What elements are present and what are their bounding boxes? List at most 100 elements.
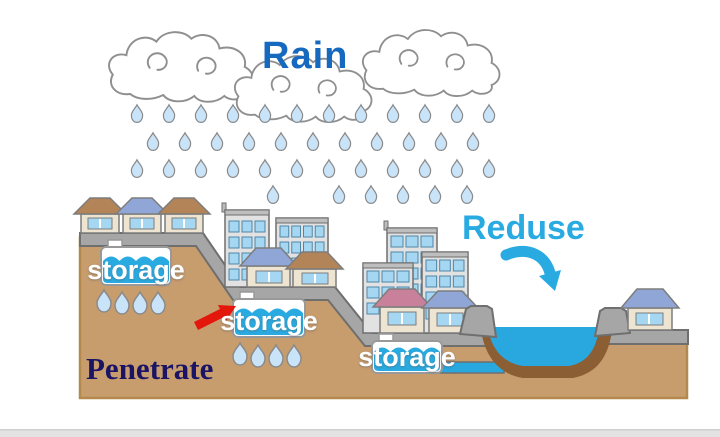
roof [284,251,345,270]
raindrop-icon [386,104,400,124]
roof [238,247,299,267]
raindrop-icon [418,104,432,124]
raindrop-icon [354,159,368,178]
red-pointer-arrow-icon [194,305,236,330]
levee-left [458,305,498,339]
storage-label-3: storage [358,342,456,372]
raindrop-icon [434,132,448,151]
raindrop-icon [146,132,160,151]
raindrop-icon [386,159,400,178]
raindrop-icon [178,132,192,151]
cloud-icon [108,31,255,103]
storage-label-1: storage [87,255,185,285]
raindrop-icon [162,159,176,178]
window [425,275,438,288]
roof [619,288,681,309]
raindrop-icon [450,159,464,178]
window [439,259,451,272]
raindrop-icon [274,132,288,151]
house-pink-roof [371,288,433,334]
window [420,235,434,248]
roof [156,197,212,215]
window [228,220,240,233]
raindrop-icon [466,132,480,151]
tank-water [103,256,169,283]
storage-label-2: storage [220,306,318,336]
window [425,259,438,272]
raindrop-icon [332,185,346,204]
window [381,270,395,283]
roof [114,197,170,215]
window [228,252,240,265]
reduse-arrow-icon [500,245,561,291]
raindrop-icon [162,104,176,124]
window [254,236,266,249]
window [366,286,380,299]
raindrop-icon [482,159,496,178]
river-water [488,327,599,366]
raindrop-icon [396,185,410,204]
roof [72,197,128,215]
raindrop-icon [210,132,224,151]
window [228,236,240,249]
raindrop-icon [130,104,144,124]
raindrop-icon [258,159,272,178]
roof [371,288,433,308]
window [405,251,419,264]
raindrop-icon [364,185,378,204]
roof [420,290,480,309]
window [291,225,301,238]
window [228,268,240,281]
ground-edge [78,236,689,400]
raindrop-icon [322,159,336,178]
raindrop-icon [370,132,384,151]
storage-tank-2 [232,291,306,338]
levee-right [593,307,632,338]
window [241,236,253,249]
raindrop-icon [482,104,496,124]
raindrop-icon [338,132,352,151]
house-blue-roof [619,288,681,331]
window [254,220,266,233]
window [405,235,419,248]
house-brown-roof [72,197,128,234]
tank-water [374,347,440,371]
window [314,225,325,238]
raindrop-icon [266,185,280,204]
storage-tank-3 [371,333,443,374]
rain-drops [130,104,496,204]
raindrop-icon [306,132,320,151]
raindrop-icon [450,104,464,124]
bottom-edge-line [0,429,720,431]
raindrop-icon [194,159,208,178]
window [452,259,465,272]
raindrop-icon [402,132,416,151]
raindrop-icon [226,159,240,178]
window [390,251,404,264]
window [396,270,410,283]
raindrop-icon [418,159,432,178]
window [390,235,404,248]
raindrop-icon [194,104,208,124]
reduse-label: Reduse [462,209,585,247]
window [303,225,313,238]
raindrop-icon [428,185,442,204]
tank-water [235,308,303,335]
window [241,220,253,233]
rain-label: Rain [262,35,349,77]
cloud-icon [361,29,501,98]
window [366,302,380,315]
window [279,225,290,238]
window [439,275,451,288]
raindrop-icon [460,185,474,204]
raindrop-icon [242,132,256,151]
window [452,275,465,288]
bottom-edge-bar [0,429,720,437]
storage-tank-1 [100,239,172,286]
window [366,270,380,283]
raindrop-icon [290,159,304,178]
house-blue-roof [114,197,170,234]
raindrop-icon [130,159,144,178]
